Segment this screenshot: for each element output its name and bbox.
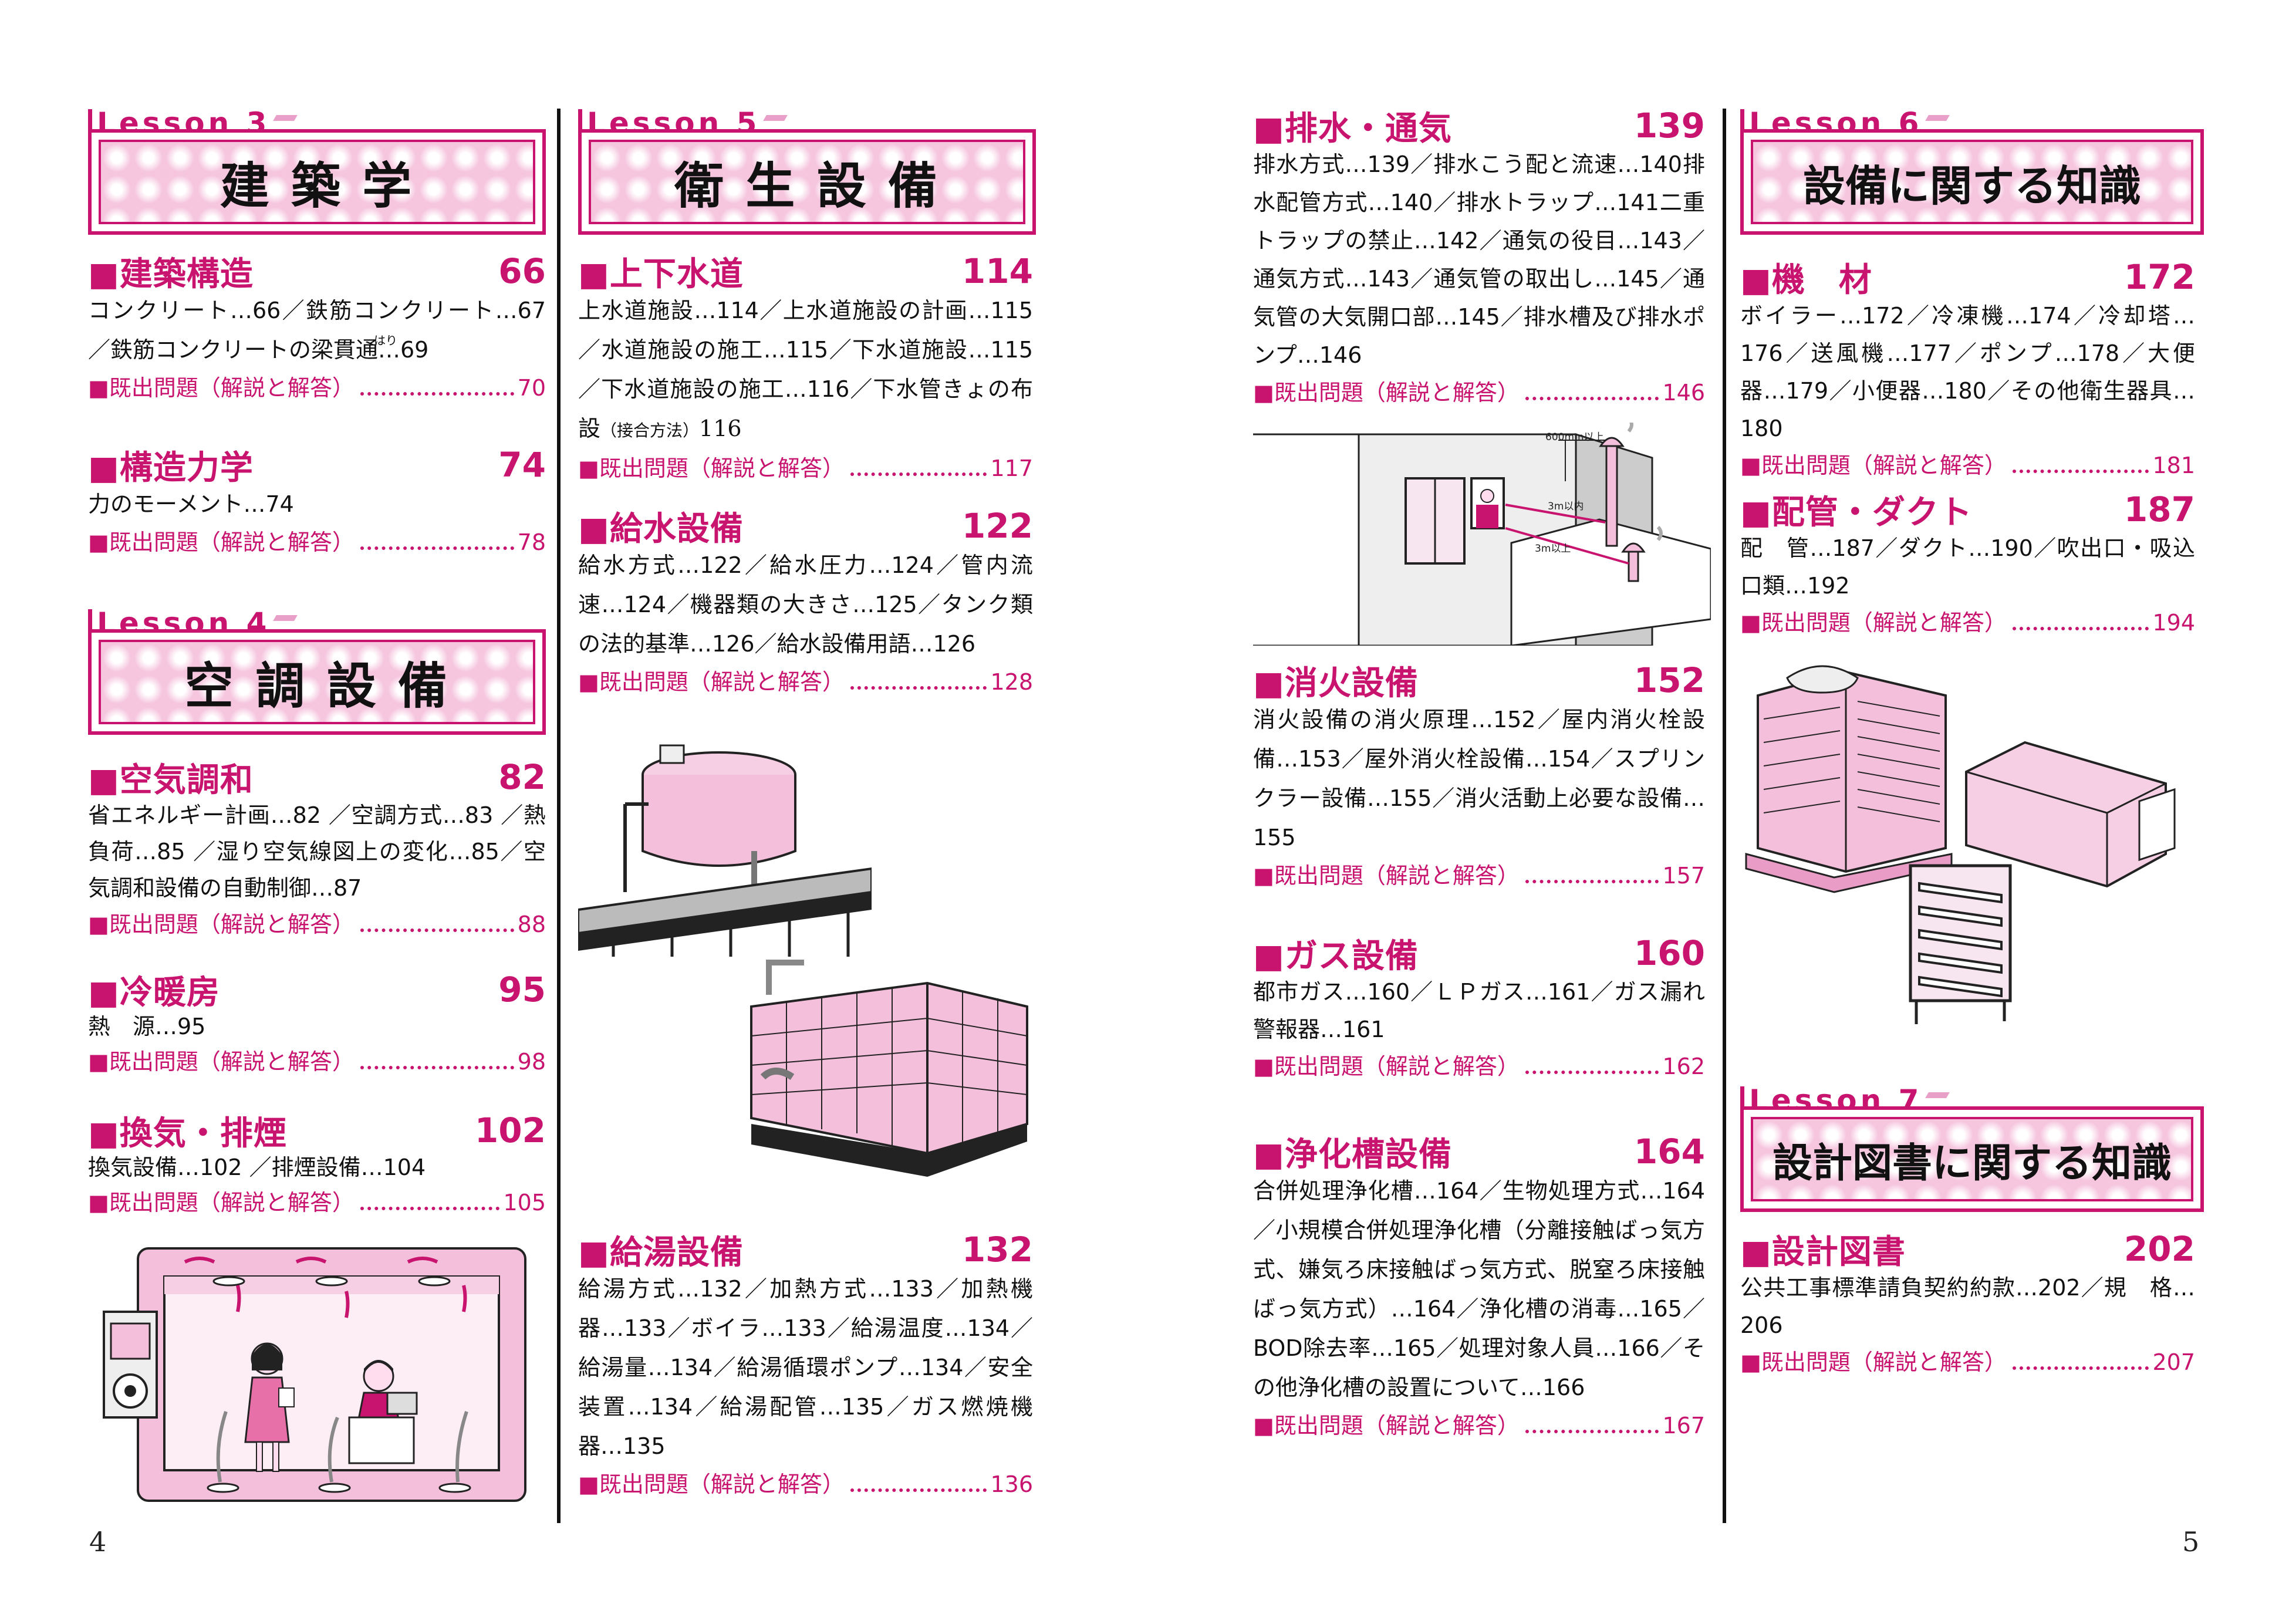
section-body: 合併処理浄化槽…164／生物処理方式…164／小規模合併処理浄化槽（分離接触ばっ… — [1253, 1178, 1705, 1400]
lesson-title: 設計図書に関する知識 — [1772, 1140, 2172, 1187]
section-title: ■配管・ダクト — [1740, 493, 1973, 532]
section-page: 102 — [474, 1110, 546, 1150]
section-body: 配 管…187／ダクト…190／吹出口・吸込口類…192 — [1740, 535, 2195, 599]
column-divider — [557, 109, 561, 1523]
section-body: コンクリート…66／鉄筋コンクリート…67／鉄筋コンクリートの梁貫通…69 — [88, 298, 546, 363]
kako-link[interactable]: ■既出問題（解説と解答）207 — [1740, 1349, 2195, 1375]
section-kyuusui: ■給水設備 122 給水方式…122／給水圧力…124／管内流速…124／機器類の… — [578, 506, 1033, 700]
kako-link[interactable]: ■既出問題（解説と解答）146 — [1253, 380, 1705, 406]
section-title: ■設計図書 — [1740, 1233, 1906, 1271]
section-page: 160 — [1633, 933, 1705, 973]
section-body: 排水方式…139／排水こう配と流速…140排水配管方式…140／排水トラップ…1… — [1253, 151, 1705, 368]
section-title: ■機 材 — [1740, 261, 1872, 299]
section-body: 上水道施設…114／上水道施設の計画…115／水道施設の施工…115／下水道施設… — [578, 298, 1033, 441]
section-reidanbou: ■冷暖房 95 熱 源…95 ■既出問題（解説と解答）98 — [88, 970, 546, 1080]
label-600mm: 600mm以上 — [1545, 431, 1604, 443]
section-body: 熱 源…95 — [88, 1014, 206, 1039]
section-title: ■浄化槽設備 — [1253, 1135, 1452, 1174]
section-body: 換気設備…102 ／排煙設備…104 — [88, 1154, 426, 1180]
section-body: 給水方式…122／給水圧力…124／管内流速…124／機器類の大きさ…125／タ… — [578, 552, 1033, 657]
section-page: 82 — [498, 757, 546, 797]
kako-link[interactable]: ■既出問題（解説と解答）105 — [88, 1190, 546, 1216]
lesson-title: 衛 生 設 備 — [674, 157, 940, 215]
kako-link[interactable]: ■既出問題（解説と解答）167 — [1253, 1413, 1705, 1439]
kako-link[interactable]: ■既出問題（解説と解答）117 — [578, 455, 1033, 481]
lesson-5-header: Lesson 5 衛 生 設 備 — [578, 106, 1036, 247]
section-page: 95 — [498, 970, 546, 1009]
section-title: ■換気・排煙 — [88, 1114, 287, 1153]
vent-pipe-building-illustration: 600mm以上 3m以内 3m以上 — [1253, 423, 1711, 646]
section-page: 74 — [498, 445, 546, 485]
kako-link[interactable]: ■既出問題（解説と解答）162 — [1253, 1054, 1705, 1079]
section-kanki-haien: ■換気・排煙 102 換気設備…102 ／排煙設備…104 ■既出問題（解説と解答… — [88, 1110, 546, 1221]
kako-link[interactable]: ■既出問題（解説と解答）136 — [578, 1471, 1033, 1497]
kako-link[interactable]: ■既出問題（解説と解答）157 — [1253, 863, 1705, 889]
section-title: ■給湯設備 — [578, 1233, 744, 1272]
section-title: ■上下水道 — [578, 255, 744, 293]
column-divider — [1723, 109, 1726, 1523]
section-kouzou-rikigaku: ■構造力学 74 力のモーメント…74 ■既出問題（解説と解答）78 — [88, 445, 546, 561]
kako-link[interactable]: ■既出問題（解説と解答）70 — [88, 375, 546, 401]
section-title: ■建築構造 — [88, 255, 254, 293]
lesson-title: 空 調 設 備 — [184, 657, 450, 715]
kako-link[interactable]: ■既出問題（解説と解答）181 — [1740, 453, 2195, 478]
section-kuuki-chouwa: ■空気調和 82 省エネルギー計画…82 ／空調方式…83 ／熱負荷…85 ／湿り… — [88, 757, 546, 943]
section-body: 給湯方式…132／加熱方式…133／加熱機器…133／ボイラ…133／給湯温度…… — [578, 1276, 1033, 1459]
section-sekkei-tosho: ■設計図書 202 公共工事標準請負契約約款…202／規 格…206 ■既出問題（… — [1740, 1229, 2195, 1380]
section-page: 139 — [1633, 106, 1705, 146]
lesson-title: 建 築 学 — [220, 157, 414, 215]
section-title: ■排水・通気 — [1253, 109, 1452, 148]
lesson-3-header: Lesson 3 建 築 学 — [88, 106, 546, 247]
section-shouka: ■消火設備 152 消火設備の消火原理…152／屋内消火栓設備…153／屋外消火栓… — [1253, 660, 1705, 894]
section-title: ■給水設備 — [578, 509, 744, 548]
section-title: ■構造力学 — [88, 448, 254, 487]
section-page: 66 — [498, 251, 546, 291]
section-page: 132 — [961, 1230, 1033, 1270]
section-kyuutou: ■給湯設備 132 給湯方式…132／加熱方式…133／加熱機器…133／ボイラ…… — [578, 1230, 1033, 1503]
section-page: 114 — [961, 251, 1033, 291]
page-number-left: 4 — [89, 1526, 107, 1558]
ventilation-room-illustration — [103, 1247, 526, 1502]
section-body: 力のモーメント…74 — [88, 491, 294, 517]
page-number-right: 5 — [2182, 1526, 2200, 1558]
section-page: 187 — [2123, 489, 2195, 529]
panel-water-tank-illustration — [750, 960, 1028, 1177]
section-body: ボイラー…172／冷凍機…174／冷却塔…176／送風機…177／ポンプ…178… — [1740, 303, 2195, 441]
section-page: 172 — [2123, 257, 2195, 297]
section-body: 省エネルギー計画…82 ／空調方式…83 ／熱負荷…85 ／湿り空気線図上の変化… — [88, 802, 546, 901]
section-haisui-tsuuki: ■排水・通気 139 排水方式…139／排水こう配と流速…140排水配管方式…14… — [1253, 106, 1705, 411]
section-body: 公共工事標準請負契約約款…202／規 格…206 — [1740, 1275, 2195, 1338]
kako-link[interactable]: ■既出問題（解説と解答）78 — [88, 529, 546, 555]
lesson-7-header: Lesson 7 設計図書に関する知識 — [1740, 1083, 2204, 1224]
section-kizai: ■機 材 172 ボイラー…172／冷凍機…174／冷却塔…176／送風機…177… — [1740, 257, 2195, 484]
kako-link[interactable]: ■既出問題（解説と解答）194 — [1740, 610, 2195, 636]
kako-link[interactable]: ■既出問題（解説と解答）88 — [88, 911, 546, 937]
section-title: ■消火設備 — [1253, 664, 1419, 703]
ruby-hari: はり — [374, 333, 397, 347]
elevated-water-tank-illustration — [578, 744, 872, 957]
section-title: ■冷暖房 — [88, 973, 220, 1012]
section-jougesuidou: ■上下水道 114 上水道施設…114／上水道施設の計画…115／水道施設の施工…… — [578, 251, 1033, 487]
section-page: 202 — [2123, 1229, 2195, 1269]
section-kenchiku-kouzou: ■建築構造 66 コンクリート…66／鉄筋コンクリート…67／鉄筋コンクリートの梁… — [88, 251, 546, 406]
section-gas: ■ガス設備 160 都市ガス…160／ＬＰガス…161／ガス漏れ警報器…161 ■… — [1253, 933, 1705, 1085]
lesson-title: 設備に関する知識 — [1802, 161, 2141, 211]
lesson-4-header: Lesson 4 空 調 設 備 — [88, 606, 546, 747]
section-title: ■空気調和 — [88, 761, 254, 799]
section-page: 122 — [961, 506, 1033, 546]
equipment-illustration — [1745, 665, 2176, 1024]
section-body: 消火設備の消火原理…152／屋内消火栓設備…153／屋外消火栓設備…154／スプ… — [1253, 707, 1705, 850]
kako-link[interactable]: ■既出問題（解説と解答）128 — [578, 669, 1033, 695]
section-page: 152 — [1633, 660, 1705, 700]
lesson-6-header: Lesson 6 設備に関する知識 — [1740, 106, 2204, 247]
kako-link[interactable]: ■既出問題（解説と解答）98 — [88, 1049, 546, 1075]
section-page: 164 — [1633, 1132, 1705, 1171]
section-joukasou: ■浄化槽設備 164 合併処理浄化槽…164／生物処理方式…164／小規模合併処理… — [1253, 1132, 1705, 1444]
label-3m-within: 3m以内 — [1548, 501, 1584, 512]
section-body: 都市ガス…160／ＬＰガス…161／ガス漏れ警報器…161 — [1253, 979, 1705, 1042]
section-title: ■ガス設備 — [1253, 937, 1419, 975]
label-3m-over: 3m以上 — [1535, 543, 1571, 555]
